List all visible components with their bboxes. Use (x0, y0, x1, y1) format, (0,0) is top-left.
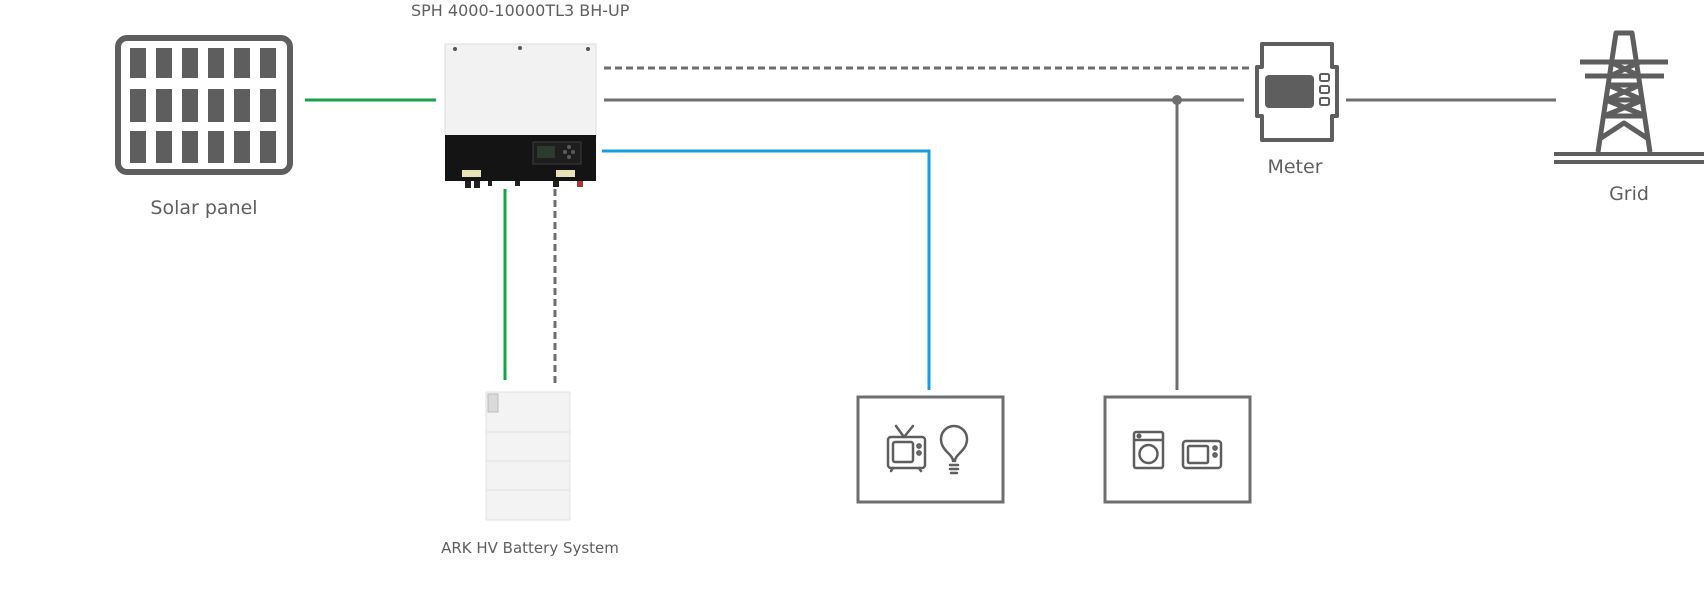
connection-lines (305, 66, 1556, 390)
grid-label: Grid (1609, 183, 1649, 205)
grid-ground-lines (1554, 152, 1704, 164)
microwave-icon (1181, 439, 1223, 470)
backup-loads-box (856, 395, 1005, 504)
hybrid-inverter-icon (444, 43, 597, 188)
solar-panel-icon (115, 35, 293, 175)
battery-label: ARK HV Battery System (441, 539, 619, 557)
meter-label: Meter (1267, 156, 1322, 178)
transmission-tower-icon (1580, 30, 1668, 153)
tv-icon (886, 424, 927, 473)
eps-backup-line (602, 149, 931, 390)
solar-panel-label: Solar panel (150, 197, 257, 219)
battery-stack-icon (485, 391, 571, 521)
inverter-model-label: SPH 4000-10000TL3 BH-UP (411, 1, 630, 20)
light-bulb-icon (939, 424, 969, 475)
energy-meter-icon (1255, 42, 1339, 142)
washing-machine-icon (1132, 430, 1165, 470)
normal-loads-box (1103, 395, 1252, 504)
